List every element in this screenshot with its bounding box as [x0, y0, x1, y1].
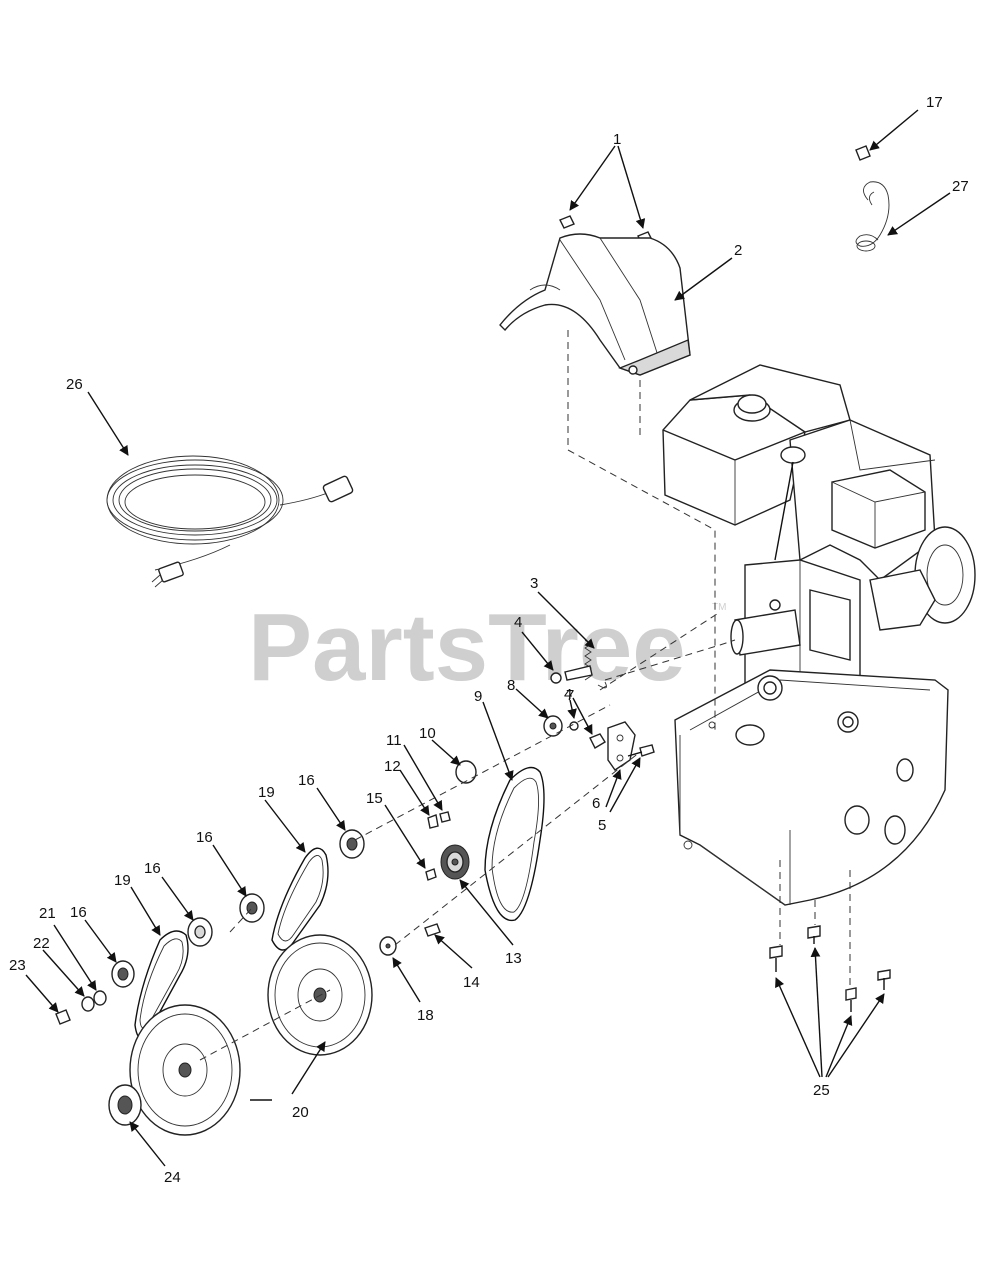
callout-8: 8 — [507, 677, 515, 694]
callout-19b: 19 — [114, 872, 131, 889]
part-2-belt-cover — [499, 233, 691, 376]
callout-17: 17 — [926, 94, 943, 111]
leader-lines — [25, 109, 951, 1167]
part-27-shear-pin-loop — [855, 181, 890, 252]
callout-2: 2 — [734, 242, 742, 259]
callout-7: 7 — [566, 687, 574, 704]
part-24-hub — [108, 1084, 142, 1126]
part-25-bolts — [769, 925, 891, 1012]
callout-12: 12 — [384, 758, 401, 775]
callout-1: 1 — [613, 131, 621, 148]
part-8-washer — [543, 715, 563, 737]
watermark-tm: TM — [712, 602, 726, 613]
callout-19a: 19 — [258, 784, 275, 801]
callout-4b: 4 — [564, 686, 572, 703]
part-4-washers — [550, 665, 593, 731]
callout-9: 9 — [474, 688, 482, 705]
part-11-washer — [439, 811, 451, 823]
callout-16a: 16 — [298, 772, 315, 789]
part-7-nut — [589, 733, 606, 749]
callout-13: 13 — [505, 950, 522, 967]
callout-5: 5 — [598, 817, 606, 834]
callout-labels: 1 2 3 4 4 5 6 7 8 9 10 11 12 13 14 15 16… — [9, 94, 969, 1186]
callout-16c: 16 — [144, 860, 161, 877]
part-20-pulleys — [129, 934, 373, 1136]
callout-16d: 16 — [70, 904, 87, 921]
part-13-idler-pulley — [440, 844, 470, 880]
callout-21: 21 — [39, 905, 56, 922]
part-18-spacer — [379, 936, 397, 956]
callout-16b: 16 — [196, 829, 213, 846]
callout-20: 20 — [292, 1104, 309, 1121]
alignment-lines — [199, 330, 851, 1061]
callout-25: 25 — [813, 1082, 830, 1099]
callout-23: 23 — [9, 957, 26, 974]
callout-24: 24 — [164, 1169, 181, 1186]
watermark-text: PartsTree — [248, 594, 686, 701]
part-26-power-cord — [106, 455, 354, 588]
part-5-bolt — [627, 744, 655, 757]
part-22-washer — [81, 996, 95, 1012]
part-21-washer — [93, 990, 107, 1006]
callout-18: 18 — [417, 1007, 434, 1024]
part-6-idler-bracket — [607, 721, 636, 771]
part-12-screw — [427, 814, 439, 829]
callout-10: 10 — [419, 725, 436, 742]
callout-15: 15 — [366, 790, 383, 807]
part-15-nut — [425, 868, 437, 881]
part-9-belt — [484, 766, 545, 922]
part-23-bolt — [55, 1009, 71, 1025]
part-10-washer — [455, 760, 477, 784]
engine-assembly — [662, 364, 976, 706]
part-17-clip — [855, 145, 871, 161]
part-16-washers — [111, 829, 365, 988]
callout-3: 3 — [530, 575, 538, 592]
callout-26: 26 — [66, 376, 83, 393]
callout-4a: 4 — [514, 614, 522, 631]
callout-27: 27 — [952, 178, 969, 195]
part-14-bolt — [424, 923, 441, 937]
callout-6: 6 — [592, 795, 600, 812]
frame-plate — [674, 669, 949, 906]
callout-22: 22 — [33, 935, 50, 952]
callout-14: 14 — [463, 974, 480, 991]
callout-11: 11 — [386, 732, 402, 749]
